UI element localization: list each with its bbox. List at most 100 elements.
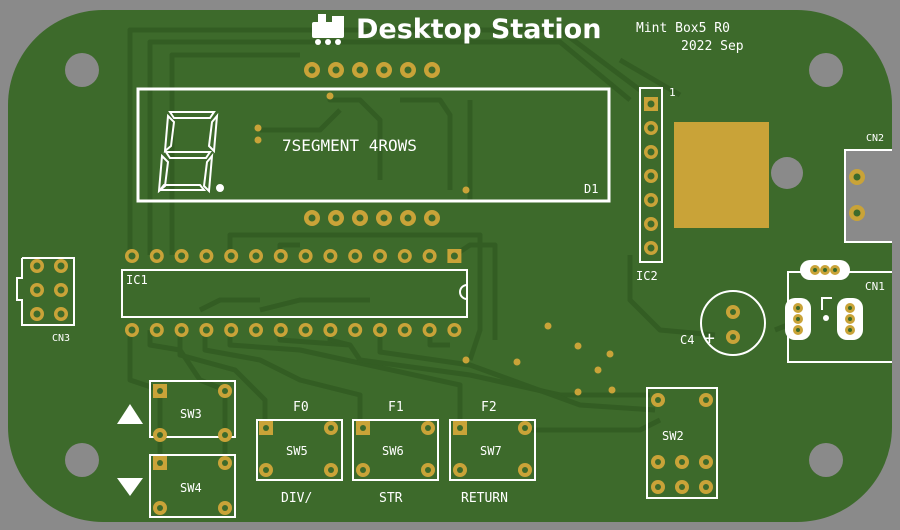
pad-hole (450, 252, 458, 260)
pad-hole (33, 286, 41, 294)
board-date: 2022 Sep (681, 39, 744, 54)
pad-hole (57, 262, 65, 270)
pad-hole (308, 214, 316, 222)
sw2-label: SW2 (662, 429, 684, 443)
return-label: RETURN (461, 491, 508, 506)
c4-label: C4 (680, 333, 694, 347)
pad-hole (302, 326, 310, 334)
pad-hole (426, 252, 434, 260)
pad-hole (351, 326, 359, 334)
pad-hole (848, 328, 852, 332)
pad-hole (277, 252, 285, 260)
pad-hole (227, 326, 235, 334)
pad (574, 388, 582, 396)
pad-hole (853, 173, 861, 181)
pad-hole (33, 262, 41, 270)
seven-segment-display: 7SEGMENT 4ROWS D1 (136, 87, 611, 203)
pad-hole (376, 252, 384, 260)
cn1-marker (823, 315, 829, 321)
pad (326, 92, 334, 100)
pad-hole (222, 388, 228, 394)
pad-hole (252, 252, 260, 260)
header: Desktop Station Mint Box5 R0 2022 Sep (312, 14, 744, 54)
pad-hole (356, 66, 364, 74)
ic2-label: IC2 (636, 269, 658, 283)
pad-hole (703, 459, 709, 465)
pad-hole (153, 326, 161, 334)
sw7-label: SW7 (480, 444, 502, 458)
pad-hole (153, 252, 161, 260)
sw4-outline (149, 454, 236, 518)
pad-hole (522, 467, 528, 473)
mounting-holes (65, 53, 843, 477)
pad-hole (679, 459, 685, 465)
mounting-hole (771, 157, 803, 189)
locomotive-icon (312, 14, 344, 45)
board-title: Desktop Station (356, 14, 601, 45)
pad-hole (647, 124, 655, 132)
pad-hole (848, 306, 852, 310)
pad-hole (202, 326, 210, 334)
pad-hole (813, 268, 817, 272)
mounting-hole (65, 443, 99, 477)
f1-label: F1 (388, 400, 404, 415)
cn1-marker-line (821, 297, 832, 310)
pad-hole (730, 309, 736, 315)
pad-hole (57, 286, 65, 294)
pad-hole (332, 66, 340, 74)
pad-hole (252, 326, 260, 334)
pad-hole (356, 214, 364, 222)
pad (608, 386, 616, 394)
sw5-outline (256, 419, 343, 481)
pad-hole (178, 326, 186, 334)
pads (30, 62, 865, 515)
pad-hole (522, 425, 528, 431)
pad-hole (351, 252, 359, 260)
pad-hole (57, 310, 65, 318)
cn3-label: CN3 (52, 333, 70, 344)
pad-hole (227, 252, 235, 260)
ic1-notch (459, 284, 468, 300)
display-outline (136, 87, 611, 203)
pad-hole (277, 326, 285, 334)
board-cutout (845, 150, 895, 242)
pad-hole (853, 209, 861, 217)
pad-hole (202, 252, 210, 260)
pad (462, 356, 470, 364)
pad-hole (457, 467, 463, 473)
f2-label: F2 (481, 400, 497, 415)
pad-hole (647, 100, 655, 108)
pad-hole (426, 326, 434, 334)
pad-hole (263, 467, 269, 473)
c4-outline (700, 290, 766, 356)
pad-hole (428, 214, 436, 222)
pad-hole (425, 425, 431, 431)
seven-segment-digit-icon (157, 111, 224, 194)
pad-hole (655, 397, 661, 403)
pad-hole (380, 214, 388, 222)
pad-hole (33, 310, 41, 318)
pad-hole (647, 220, 655, 228)
pad-hole (796, 317, 800, 321)
pad (462, 186, 470, 194)
pad-hole (703, 397, 709, 403)
heatsink-pad (674, 122, 769, 228)
sw6-label: SW6 (382, 444, 404, 458)
pad-hole (308, 66, 316, 74)
pad-hole (647, 148, 655, 156)
pad (544, 322, 552, 330)
ic2-pin1-label: 1 (669, 86, 676, 99)
pad-hole (401, 326, 409, 334)
sw3-outline (149, 380, 236, 438)
pad-hole (404, 66, 412, 74)
pad-hole (157, 460, 163, 466)
f0-label: F0 (293, 400, 309, 415)
pad (594, 366, 602, 374)
pad-hole (380, 66, 388, 74)
pad-hole (328, 425, 334, 431)
pad (254, 124, 262, 132)
pad-hole (404, 214, 412, 222)
pad-hole (428, 66, 436, 74)
pad-hole (401, 252, 409, 260)
